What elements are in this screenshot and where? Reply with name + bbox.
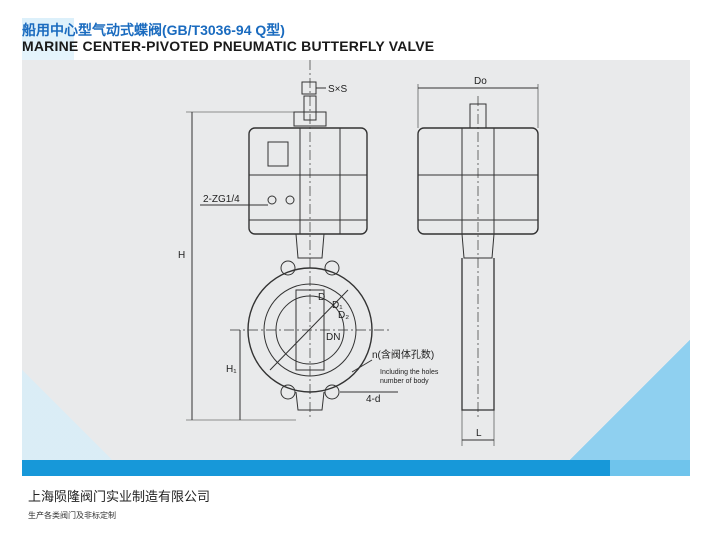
stem-square — [301, 81, 317, 95]
stem-coupling — [293, 111, 327, 127]
bottom-bar-accent — [610, 460, 690, 476]
port-left — [267, 195, 277, 205]
title-chinese: 船用中心型气动式蝶阀(GB/T3036-94 Q型) — [22, 22, 285, 38]
label-dn: DN — [326, 332, 340, 343]
bolt-hole-br — [324, 384, 340, 400]
label-l: L — [476, 428, 482, 439]
title-english: MARINE CENTER-PIVOTED PNEUMATIC BUTTERFL… — [22, 38, 435, 54]
label-n-en2: number of body — [380, 378, 429, 385]
actuator-body — [248, 127, 368, 235]
decor-wedge-right — [570, 340, 690, 460]
label-d2: D₂ — [338, 310, 349, 321]
label-zg: 2-ZG1/4 — [203, 194, 240, 205]
label-d1: D₁ — [332, 300, 343, 311]
label-n-en1: Including the holes — [380, 369, 439, 376]
port-right — [285, 195, 295, 205]
label-h: H — [178, 250, 185, 261]
label-d: D — [318, 292, 325, 303]
company-name: 上海陨隆阀门实业制造有限公司 — [28, 489, 211, 504]
bolt-hole-bl — [280, 384, 296, 400]
label-do: Do — [474, 76, 487, 87]
bottom-bar — [22, 460, 690, 476]
company-tagline: 生产各类阀门及非标定制 — [28, 511, 116, 520]
actuator-window — [267, 141, 289, 167]
header: 船用中心型气动式蝶阀(GB/T3036-94 Q型) MARINE CENTER… — [22, 0, 702, 60]
dia-leader — [269, 289, 349, 371]
label-n-cn: n(含阀体孔数) — [372, 348, 434, 361]
label-sxs: S×S — [328, 84, 348, 95]
bolt-hole-tl — [280, 260, 296, 276]
decor-wedge-left — [22, 370, 112, 460]
bolt-hole-tr — [324, 260, 340, 276]
n-leader — [351, 359, 373, 373]
label-h1: H₁ — [226, 364, 237, 375]
drawing-panel — [22, 60, 690, 460]
label-4d: 4-d — [366, 394, 380, 405]
